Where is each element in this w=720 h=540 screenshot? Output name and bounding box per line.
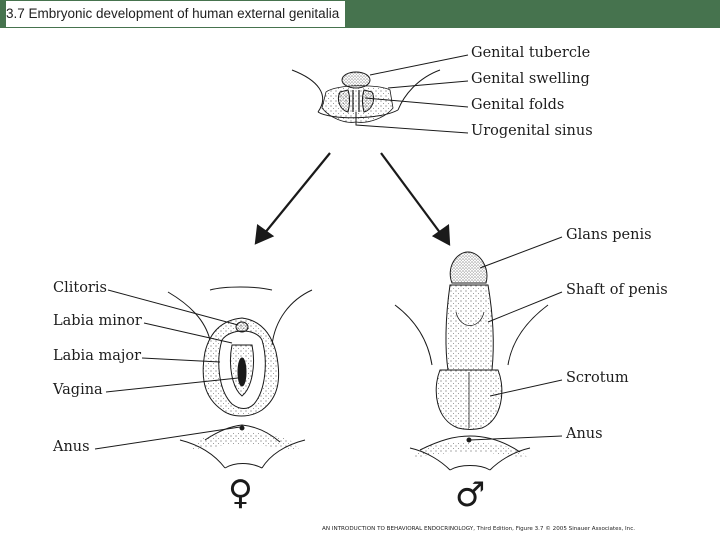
slide-title: 3.7 Embryonic development of human exter… (6, 1, 346, 27)
label-glans-penis: Glans penis (566, 227, 652, 243)
female-leaders (94, 289, 241, 450)
arrow-head-female (254, 224, 275, 245)
label-labia-major: Labia major (53, 348, 141, 364)
label-clitoris: Clitoris (53, 280, 107, 296)
indifferent-stage-leaders (355, 54, 469, 134)
title-bar: 3.7 Embryonic development of human exter… (0, 0, 720, 28)
female-symbol: ♀ (228, 473, 253, 513)
label-urogenital-sinus: Urogenital sinus (471, 123, 593, 139)
label-genital-tubercle: Genital tubercle (471, 45, 591, 61)
arrow-to-female (263, 152, 331, 235)
label-scrotum: Scrotum (566, 370, 629, 386)
label-shaft-of-penis: Shaft of penis (566, 282, 668, 298)
arrow-to-male (380, 152, 442, 235)
male-leaders (469, 236, 563, 441)
label-genital-folds: Genital folds (471, 97, 565, 113)
label-vagina: Vagina (53, 382, 103, 398)
label-labia-minor: Labia minor (53, 313, 142, 329)
label-genital-swelling: Genital swelling (471, 71, 590, 87)
arrow-head-male (431, 223, 451, 246)
label-female-anus: Anus (53, 439, 90, 455)
figure-credit: AN INTRODUCTION TO BEHAVIORAL ENDOCRINOL… (322, 526, 636, 532)
male-symbol: ♂ (455, 475, 486, 515)
indifferent-stage-drawing (291, 69, 441, 123)
female-drawing (167, 286, 313, 469)
label-male-anus: Anus (566, 426, 603, 442)
development-arrows (254, 152, 451, 246)
male-drawing (394, 251, 549, 471)
